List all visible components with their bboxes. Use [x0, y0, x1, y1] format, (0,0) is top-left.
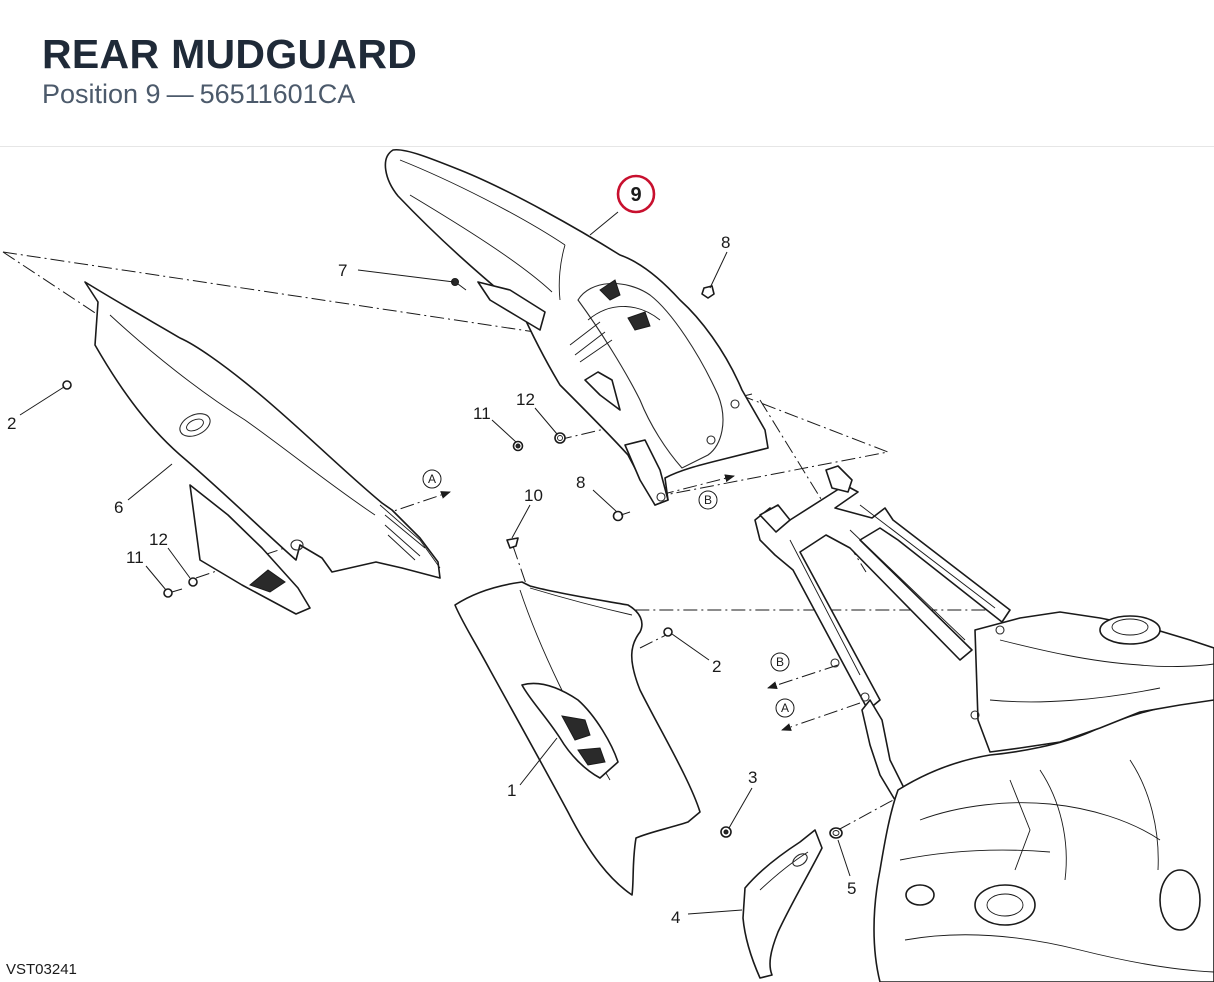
callout-1: 1	[507, 781, 516, 800]
nut-5	[829, 827, 843, 839]
screw-10	[506, 537, 519, 549]
callout-4: 4	[671, 908, 680, 927]
svg-text:B: B	[776, 655, 784, 669]
callout-7: 7	[338, 261, 347, 280]
callout-12-upper: 12	[516, 390, 535, 409]
callout-8-upper: 8	[721, 233, 730, 252]
svg-text:A: A	[428, 472, 436, 486]
screw-11-upper	[512, 440, 524, 452]
callout-9: 9	[630, 184, 641, 206]
callout-8-lower: 8	[576, 473, 585, 492]
page-subtitle: Position 9—56511601CA	[42, 78, 355, 110]
ref-marker-a-right: A	[775, 698, 795, 718]
ref-marker-b-upper: B	[698, 490, 718, 510]
part-number: 56511601CA	[199, 79, 356, 109]
highlighted-callout-9[interactable]: 9	[616, 174, 656, 214]
fasteners	[62, 278, 843, 839]
callout-2-left: 2	[7, 414, 16, 433]
highlight-ring	[616, 174, 656, 214]
side-panel-part-6	[84, 281, 441, 615]
guard-part-4	[742, 829, 823, 979]
grommet-2-left	[62, 380, 72, 390]
callout-11-upper: 11	[473, 404, 491, 423]
callout-11-lower: 11	[126, 548, 144, 567]
motorcycle-frame	[754, 465, 1214, 982]
callout-2-right: 2	[712, 657, 721, 676]
drawing-code: VST03241	[6, 961, 77, 978]
screw-8-upper	[701, 285, 715, 299]
ref-marker-b-right: B	[770, 652, 790, 672]
screw-8-lower	[612, 510, 631, 522]
ref-marker-a-left: A	[422, 469, 442, 489]
washer-12-upper	[554, 432, 566, 444]
svg-text:A: A	[781, 701, 789, 715]
screw-3	[720, 826, 732, 838]
callout-6: 6	[114, 498, 123, 517]
screw-11-lower	[163, 588, 183, 598]
callout-12-lower: 12	[149, 530, 168, 549]
callout-10: 10	[524, 486, 543, 505]
callout-numbers: 7 8 11 12 8 10 2 6 12 11 2 1 3 4 5	[7, 233, 856, 927]
svg-text:B: B	[704, 493, 712, 507]
side-cover-part-1	[454, 581, 701, 896]
position-label: Position 9	[42, 79, 161, 109]
leader-lines	[19, 211, 851, 915]
subtitle-separator: —	[166, 79, 194, 109]
rear-mudguard-part-9	[384, 148, 769, 506]
callout-3: 3	[748, 768, 757, 787]
screw-7	[451, 278, 467, 291]
callout-5: 5	[847, 879, 856, 898]
page-header: REAR MUDGUARD Position 9—56511601CA	[0, 0, 1214, 147]
washer-12-lower	[188, 577, 198, 587]
grommet-2-right	[663, 627, 673, 637]
page-title: REAR MUDGUARD	[42, 31, 418, 77]
reference-markers: A B B A	[422, 469, 795, 718]
